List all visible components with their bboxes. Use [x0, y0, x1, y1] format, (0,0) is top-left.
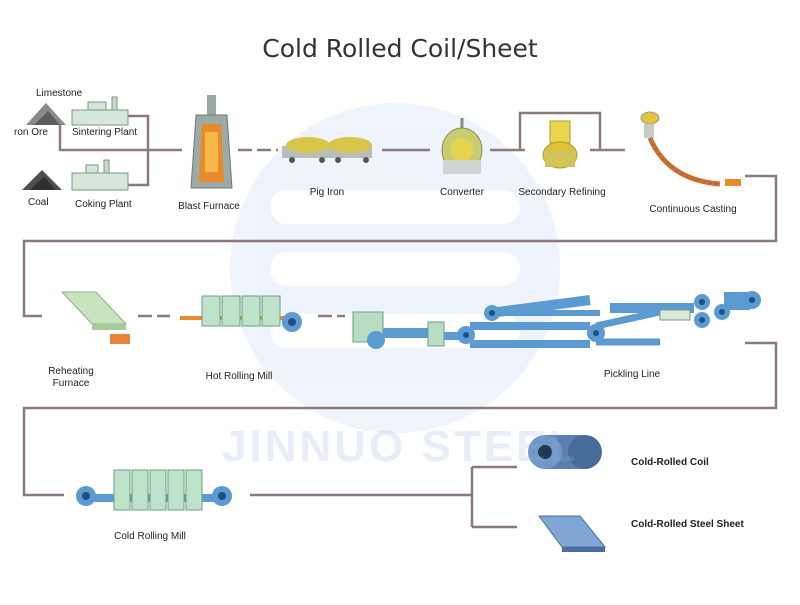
pickling-line-graphic — [352, 291, 761, 349]
cold-rolling-mill-graphic — [76, 469, 232, 511]
label-blast-furnace: Blast Furnace — [178, 201, 240, 212]
label-converter: Converter — [440, 187, 484, 198]
hot-rolling-mill-graphic — [180, 295, 302, 332]
watermark-text: JINNUO STEEL — [222, 422, 579, 471]
label-cold-rolling-mill: Cold Rolling Mill — [114, 531, 186, 542]
sintering-plant-building — [71, 96, 129, 126]
label-iron-ore: ron Ore — [14, 127, 48, 138]
diagram-title: Cold Rolled Coil/Sheet — [262, 34, 538, 63]
label-cold-rolled-steel-sheet: Cold-Rolled Steel Sheet — [631, 519, 744, 530]
coal-pile — [22, 170, 62, 190]
label-coal: Coal — [28, 197, 49, 208]
label-reheating: Reheating — [48, 366, 94, 377]
label-pig-iron: Pig Iron — [309, 187, 345, 198]
flow-connectors — [22, 111, 778, 529]
label-secondary-refining: Secondary Refining — [518, 187, 606, 198]
label-limestone: Limestone — [36, 88, 83, 99]
label-hot-rolling-mill: Hot Rolling Mill — [205, 371, 273, 382]
label-pickling-line: Pickling Line — [603, 369, 661, 380]
limestone-pile — [26, 103, 66, 125]
continuous-casting-line — [640, 111, 741, 187]
secondary-refining-unit — [542, 120, 578, 169]
reheating-furnace-graphic — [60, 291, 130, 344]
watermark-logo — [230, 103, 560, 433]
coking-plant-building — [71, 159, 129, 191]
pig-iron-train — [282, 137, 372, 163]
label-continuous-casting: Continuous Casting — [649, 204, 737, 215]
blast-furnace-graphic — [190, 95, 233, 189]
cold-rolled-coil-graphic — [528, 435, 602, 469]
label-sintering-plant: Sintering Plant — [72, 127, 138, 138]
label-coking-plant: Coking Plant — [75, 199, 132, 210]
converter-vessel — [441, 118, 483, 174]
label-furnace: Furnace — [52, 378, 90, 389]
cold-rolled-sheet-graphic — [538, 515, 607, 552]
label-cold-rolled-coil: Cold-Rolled Coil — [631, 457, 709, 468]
